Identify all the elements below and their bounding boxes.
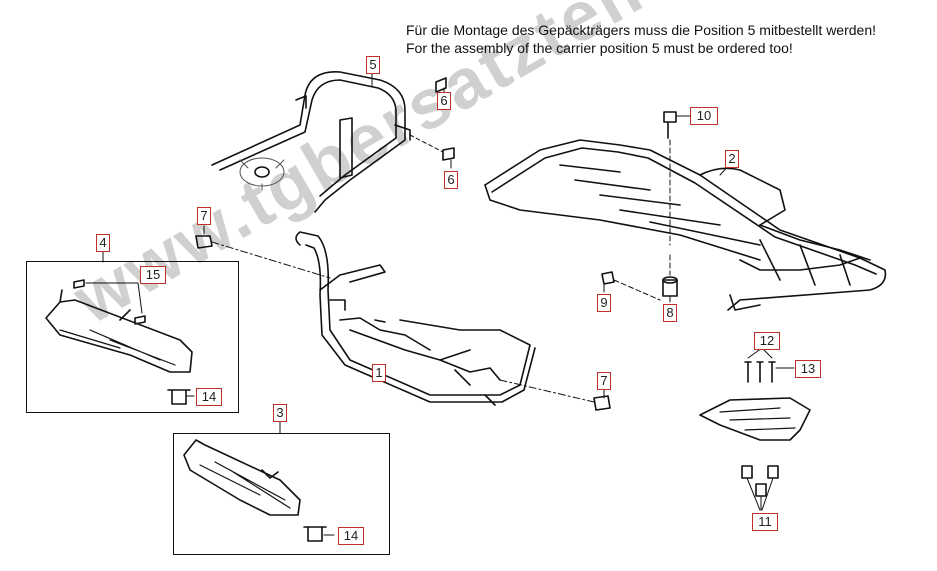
part-11-13-bracket bbox=[699, 347, 811, 511]
part-5-bracket bbox=[211, 71, 411, 213]
callout-part-1: 1 bbox=[372, 364, 386, 382]
callout-part-7-right: 7 bbox=[597, 372, 611, 390]
callout-part-2: 2 bbox=[725, 150, 739, 168]
callout-part-12: 12 bbox=[754, 332, 780, 350]
callout-part-13: 13 bbox=[795, 360, 821, 378]
part-4-skid-plate bbox=[45, 279, 193, 405]
callout-part-5: 5 bbox=[366, 56, 380, 74]
part-10-bolt bbox=[663, 111, 677, 139]
part-9-bolt bbox=[601, 271, 615, 285]
callout-part-14-lower: 14 bbox=[338, 527, 364, 545]
part-3-skid-plate bbox=[183, 439, 327, 542]
callout-part-6-upper: 6 bbox=[437, 92, 451, 110]
callout-part-9: 9 bbox=[597, 294, 611, 312]
callout-part-7-left: 7 bbox=[197, 207, 211, 225]
part-1-frame bbox=[295, 231, 536, 406]
part-8-spacer bbox=[662, 279, 678, 297]
assembly-note-english: For the assembly of the carrier position… bbox=[406, 40, 793, 56]
part-7-bolt-right bbox=[593, 395, 611, 411]
part-2-carrier bbox=[484, 139, 887, 311]
callout-part-3: 3 bbox=[273, 404, 287, 422]
part-6-bolt-upper bbox=[435, 77, 447, 93]
callout-part-8: 8 bbox=[663, 304, 677, 322]
detail-box-part-4 bbox=[26, 261, 239, 413]
part-6-bolt-lower bbox=[442, 147, 455, 161]
callout-part-14-upper: 14 bbox=[196, 388, 222, 406]
part-7-bolt-left bbox=[195, 235, 213, 249]
assembly-note-german: Für die Montage des Gepäckträgers muss d… bbox=[406, 22, 877, 38]
callout-part-10: 10 bbox=[690, 107, 718, 125]
callout-part-11: 11 bbox=[752, 513, 778, 531]
callout-part-6-lower: 6 bbox=[444, 171, 458, 189]
detail-box-part-3 bbox=[173, 433, 390, 555]
callout-part-15: 15 bbox=[140, 266, 166, 284]
callout-part-4: 4 bbox=[96, 234, 110, 252]
